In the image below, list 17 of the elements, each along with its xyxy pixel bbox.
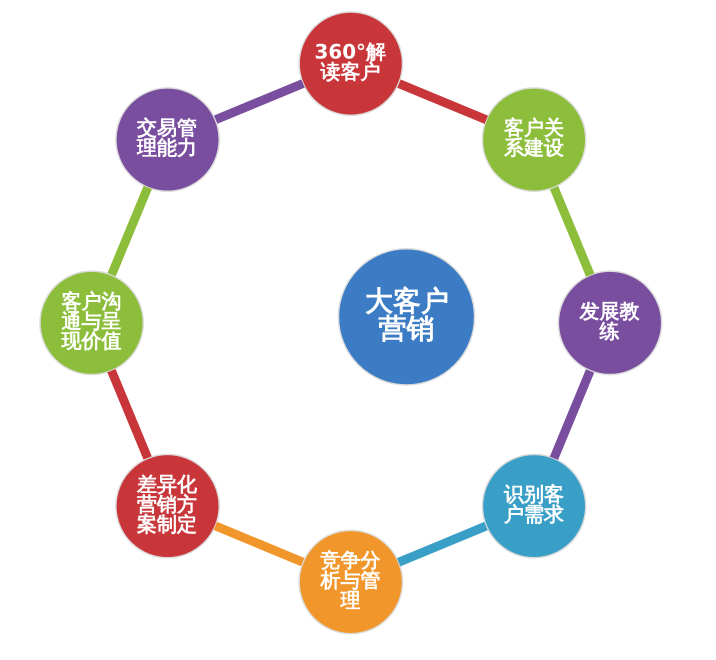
node-circle: 大客户营销 (338, 248, 476, 386)
connector (550, 369, 594, 460)
node-circle: 360°解读客户 (298, 11, 404, 116)
node-circle: 交易管理能力 (115, 87, 220, 192)
connector (397, 79, 488, 124)
connector (214, 79, 305, 124)
connector (550, 186, 594, 277)
connector (396, 522, 488, 566)
node-circle: 差异化营销方案制定 (115, 454, 220, 559)
node-circle: 客户沟通与呈现价值 (39, 270, 144, 376)
connector (214, 522, 304, 566)
connector (107, 368, 152, 460)
node-circle: 竞争分析与管理 (298, 530, 404, 634)
node-circle: 发展教练 (558, 270, 662, 376)
node-circle: 识别客户需求 (482, 454, 587, 559)
node-circle: 客户关系建设 (482, 87, 587, 192)
connector (107, 186, 152, 276)
